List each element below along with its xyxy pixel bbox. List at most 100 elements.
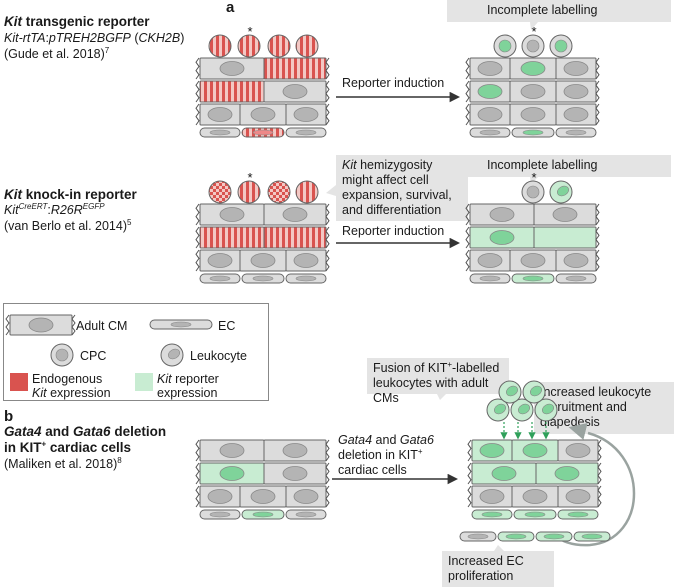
cm-zigzag-edge (195, 80, 200, 103)
cm-zigzag-edge (597, 439, 602, 462)
leukocyte-nucleus (557, 185, 569, 197)
cm-nucleus (489, 230, 515, 245)
ec-nucleus (522, 275, 544, 282)
cm-zigzag-edge (325, 462, 330, 485)
legend-label-adult-cm: Adult CM (76, 319, 128, 333)
ec-nucleus (479, 129, 501, 136)
ec-nucleus (505, 533, 527, 540)
cardiomyocyte (263, 57, 327, 80)
arrow-label-reporter-induction-1: Reporter induction (342, 76, 445, 90)
cm-zigzag-edge (467, 462, 472, 485)
ec-nucleus (209, 275, 231, 282)
cm-zigzag-edge (595, 80, 600, 103)
ec-nucleus (524, 511, 546, 518)
asterisk-label: * (247, 170, 252, 185)
ec-nucleus (252, 275, 274, 282)
cm-zigzag-edge (325, 226, 330, 249)
cm-nucleus (479, 489, 505, 504)
callout-fusion: Fusion of KIT+-labelled leukocytes with … (367, 358, 509, 405)
cm-nucleus (477, 107, 503, 122)
knockin-citation: (van Berlo et al. 2014)5 (4, 217, 132, 233)
cm-zigzag-edge (595, 249, 600, 272)
cpc-cell (208, 34, 232, 58)
cm-nucleus (563, 253, 589, 268)
ec-nucleus (567, 511, 589, 518)
cm-nucleus (293, 253, 319, 268)
cm-nucleus (563, 107, 589, 122)
ec-nucleus (252, 511, 274, 518)
cm-nucleus (293, 107, 319, 122)
cm-zigzag-edge (595, 103, 600, 126)
ec-nucleus (209, 129, 231, 136)
cm-zigzag-edge (5, 314, 10, 336)
cm-zigzag-edge (467, 439, 472, 462)
cardiomyocyte (263, 226, 327, 249)
cm-zigzag-edge (325, 103, 330, 126)
cm-zigzag-edge (325, 249, 330, 272)
cm-nucleus (479, 443, 505, 458)
callout-incomplete-labelling-1: Incomplete labelling (447, 0, 671, 22)
cm-nucleus (250, 107, 276, 122)
cm-zigzag-edge (325, 57, 330, 80)
asterisk-label: * (247, 24, 252, 39)
cardiomyocyte (199, 80, 265, 103)
leukocyte-nucleus (542, 403, 554, 415)
ec-nucleus (209, 511, 231, 518)
cpc-cell (208, 180, 232, 204)
cm-zigzag-edge (71, 314, 76, 336)
ec-nucleus (481, 511, 503, 518)
ec-nucleus (565, 129, 587, 136)
ec-nucleus (467, 533, 489, 540)
leukocyte-nucleus (168, 348, 180, 360)
legend-label-leukocyte: Leukocyte (190, 349, 247, 363)
cm-zigzag-edge (325, 485, 330, 508)
cm-zigzag-edge (195, 103, 200, 126)
cm-zigzag-edge (595, 203, 600, 226)
callout-incomplete-labelling-2: Incomplete labelling (447, 155, 671, 177)
asterisk-label: * (531, 24, 536, 39)
cm-zigzag-edge (595, 226, 600, 249)
arrow-label-reporter-induction-2: Reporter induction (342, 224, 445, 238)
cm-nucleus (563, 61, 589, 76)
legend-swatch-endogenous (10, 373, 28, 391)
callout-tail-1 (530, 22, 538, 30)
cm-nucleus (207, 107, 233, 122)
cm-zigzag-edge (195, 439, 200, 462)
cm-nucleus (207, 489, 233, 504)
knockin-genotype: KitCreERT:R26REGFP (4, 201, 105, 217)
callout-tail-3 (326, 185, 336, 196)
cm-zigzag-edge (597, 485, 602, 508)
cm-zigzag-edge (195, 485, 200, 508)
callout-hemizygosity: Kit hemizygosity might affect cell expan… (336, 155, 468, 221)
cm-zigzag-edge (195, 462, 200, 485)
callout-leukocyte-recruitment: Increased leukocyte recruitment and diap… (534, 382, 674, 434)
cm-zigzag-edge (465, 103, 470, 126)
cm-zigzag-edge (195, 203, 200, 226)
callout-tail-5 (494, 545, 504, 551)
cm-nucleus (489, 207, 515, 222)
cm-zigzag-edge (465, 80, 470, 103)
cm-nucleus (520, 84, 546, 99)
cm-nucleus (219, 443, 245, 458)
cm-nucleus (522, 489, 548, 504)
cardiomyocyte (199, 226, 265, 249)
cm-nucleus (520, 253, 546, 268)
cm-nucleus (282, 466, 308, 481)
cm-zigzag-edge (195, 57, 200, 80)
cm-zigzag-edge (195, 249, 200, 272)
cm-nucleus (219, 207, 245, 222)
cpc-cell (295, 180, 319, 204)
ec-nucleus (565, 275, 587, 282)
cm-nucleus (520, 107, 546, 122)
leukocyte-nucleus (518, 403, 530, 415)
cpc-nucleus (55, 348, 69, 362)
panel-letter-b: b (4, 408, 14, 425)
legend-box (3, 303, 269, 401)
cm-nucleus (565, 489, 591, 504)
legend-label-ec: EC (218, 319, 236, 333)
cm-nucleus (219, 466, 245, 481)
legend-swatch-reporter (135, 373, 153, 391)
cm-nucleus (552, 207, 578, 222)
cm-zigzag-edge (465, 249, 470, 272)
cm-zigzag-edge (465, 226, 470, 249)
